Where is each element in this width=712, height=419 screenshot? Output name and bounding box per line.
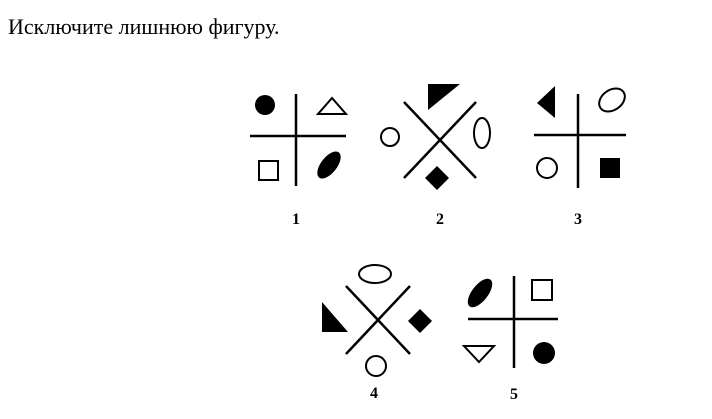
filled-triangle [428,84,460,110]
filled-triangle [537,86,555,118]
filled-circle [533,342,555,364]
outline-circle [365,355,387,377]
filled-diamond [408,309,432,333]
figure-number: 1 [292,211,300,228]
figure-5: 5 [461,276,558,403]
filled-ellipse [317,151,341,179]
outline-triangle [461,345,497,364]
figure-number: 5 [510,386,518,403]
outline-circle [380,127,400,147]
plus-divider [250,94,346,186]
figure-1: 1 [250,94,349,228]
outline-ellipse [473,117,491,149]
figure-2: 2 [380,84,491,228]
figure-number: 3 [574,211,582,228]
cross-divider [345,285,411,355]
outline-circle [536,157,558,179]
filled-circle [255,95,275,115]
question-text: Исключите лишнюю фигуру. [8,14,280,39]
figure-4: 4 [322,264,432,402]
filled-square [600,158,620,178]
figure-3: 3 [534,86,626,228]
filled-triangle [322,302,348,332]
outline-ellipse [598,87,626,113]
outline-ellipse [358,264,392,284]
cross-divider [403,101,477,179]
outline-square [258,160,279,181]
figure-number: 4 [370,385,378,402]
figure-number: 2 [436,211,444,228]
plus-divider [534,94,626,188]
filled-ellipse [467,278,493,308]
plus-divider [468,276,558,368]
filled-diamond [425,166,449,190]
outline-square [531,279,553,301]
outline-triangle [315,96,349,115]
